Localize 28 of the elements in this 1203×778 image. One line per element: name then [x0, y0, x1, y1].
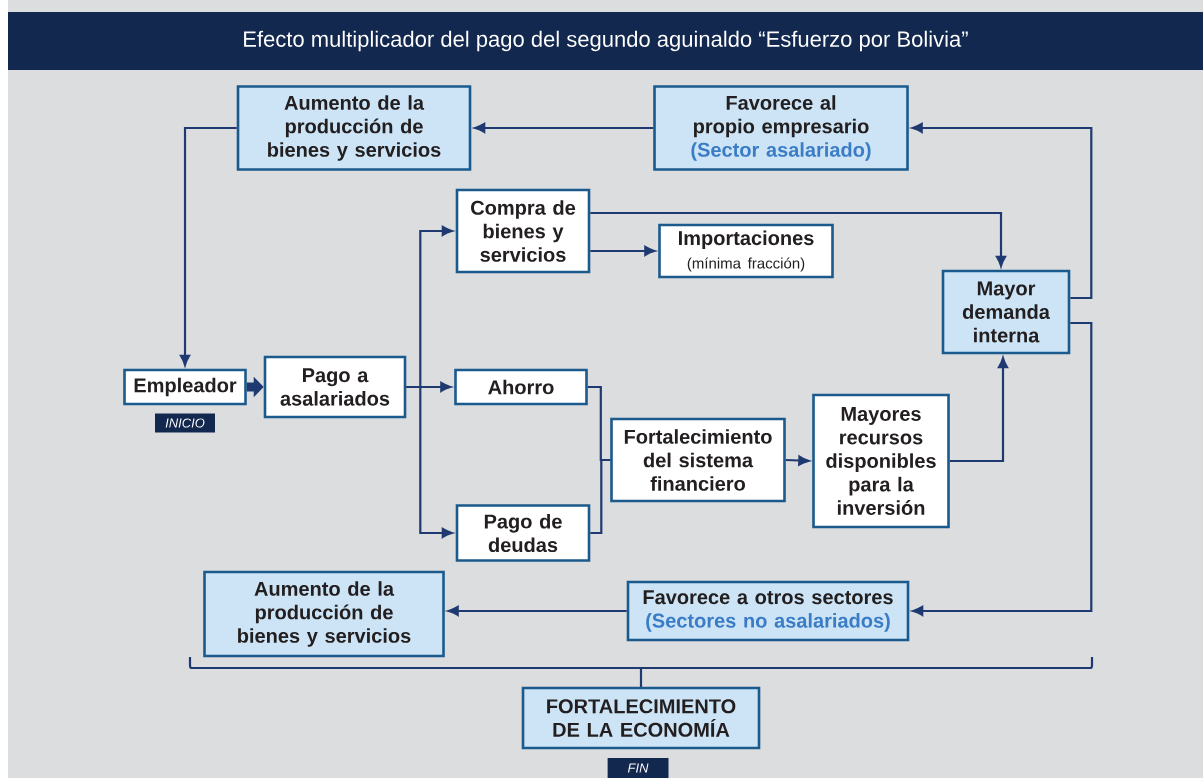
process-box: Fortalecimiento del sistema financiero — [610, 417, 786, 503]
process-box: Mayores recursos disponibles para la inversión — [812, 393, 950, 529]
process-box: Empleador — [123, 368, 247, 406]
process-box: Aumento de la producción de bienes y servicios — [203, 570, 445, 658]
arrow — [406, 385, 453, 539]
title-bar: Efecto multiplicador del pago del segundo aguinaldo “Esfuerzo por Bolivia” — [8, 12, 1203, 70]
tag-label: INICIO — [155, 413, 215, 433]
arrow — [474, 122, 654, 134]
process-box: FORTALECIMIENTO DE LA ECONOMÍA — [521, 686, 761, 750]
arrow — [949, 357, 1009, 463]
arrow — [912, 321, 1093, 617]
process-box: Compra de bienes y servicios — [455, 188, 591, 274]
process-box: Pago a asalariados — [263, 355, 407, 419]
process-box: Aumento de la producción de bienes y servicios — [236, 85, 472, 171]
tag-label: FIN — [607, 758, 669, 778]
process-box: Favorece al propio empresario (Sector asalariado) — [653, 85, 909, 171]
process-box: Mayor demanda interna — [941, 269, 1071, 355]
process-box: Importaciones (mínima fracción) — [658, 223, 834, 279]
arrow — [785, 455, 810, 466]
arrow — [590, 245, 656, 257]
arrow — [590, 211, 1007, 267]
process-box: Favorece a otros sectores (Sectores no asalariados) — [626, 580, 910, 642]
process-box: Ahorro — [454, 368, 588, 406]
arrow — [447, 605, 627, 617]
arrow — [911, 122, 1093, 300]
process-box: Pago de deudas — [455, 504, 591, 562]
arrow — [179, 126, 237, 366]
connector-line — [590, 458, 611, 535]
